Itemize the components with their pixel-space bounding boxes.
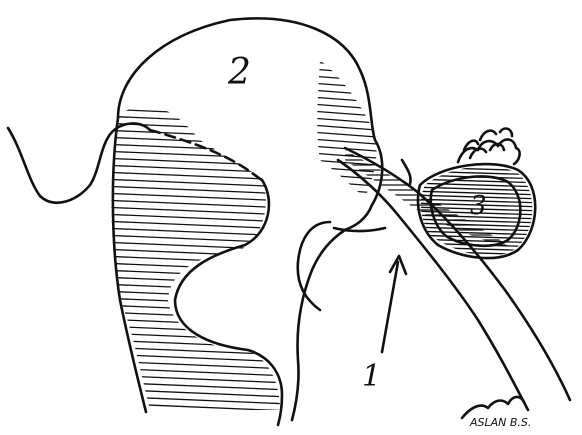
hatch-line — [100, 242, 290, 250]
hatch-line — [100, 389, 290, 397]
hatch-line — [100, 214, 290, 222]
hatch-line — [100, 305, 290, 313]
hatch-line — [310, 132, 390, 138]
artist-signature: ASLAN B.S. — [462, 397, 531, 429]
inner-lobe-outline — [175, 180, 282, 425]
hatch-line — [100, 221, 290, 229]
hatch-line — [100, 396, 290, 404]
hatch-line — [100, 270, 290, 278]
hatch-line — [100, 200, 290, 208]
hatch-line — [410, 223, 545, 227]
hatch-line — [310, 104, 390, 110]
hatch-line — [100, 95, 290, 103]
pointer-arrow-shaft — [382, 262, 398, 352]
label-2: 2 — [227, 52, 251, 93]
hatch-line — [100, 158, 290, 166]
hatch-line — [100, 277, 290, 285]
hatch-line — [310, 83, 390, 89]
label-3: 3 — [470, 191, 487, 221]
hatch-line — [100, 284, 290, 292]
hatch-line — [100, 368, 290, 376]
hatch-line — [310, 111, 390, 117]
hatch-line — [310, 118, 390, 124]
hatch-line — [100, 207, 290, 215]
hatch-line — [100, 193, 290, 201]
signature-text: ASLAN B.S. — [469, 416, 531, 429]
hook-bridge — [334, 228, 385, 231]
hatch-line — [310, 202, 390, 208]
hatch-line — [100, 361, 290, 369]
hatch-line — [100, 102, 290, 110]
hatch-line — [410, 167, 545, 171]
hatch-line — [100, 347, 290, 355]
hatch-line — [410, 183, 545, 187]
hatch-line — [100, 256, 290, 264]
hatch-line — [310, 55, 390, 61]
hatch-line — [100, 249, 290, 257]
hatch-line — [100, 417, 290, 425]
hatch-line — [310, 125, 390, 131]
hatch-line — [310, 153, 390, 159]
hatch-line — [100, 312, 290, 320]
hatch-line — [410, 155, 545, 159]
hatch-line — [410, 259, 545, 263]
hatch-line — [410, 263, 545, 267]
label-1: 1 — [362, 359, 381, 394]
fimbriae — [458, 129, 520, 164]
hatch-line — [100, 375, 290, 383]
hatch-line — [100, 298, 290, 306]
hatch-line — [310, 181, 390, 187]
hatch-line — [100, 235, 290, 243]
hatch-line — [310, 209, 390, 215]
wavy-line — [8, 123, 150, 202]
hatch-line — [100, 165, 290, 173]
hatch-line — [100, 403, 290, 411]
hatch-line — [100, 186, 290, 194]
hatch-line — [310, 90, 390, 96]
hatch-line — [410, 179, 545, 183]
hatch-line — [410, 247, 545, 251]
hatch-line — [310, 97, 390, 103]
hatch-line — [100, 382, 290, 390]
hatch-line — [410, 159, 545, 163]
hatch-line — [100, 109, 290, 117]
hatch-line — [100, 319, 290, 327]
hatch-line — [310, 62, 390, 68]
hatch-line — [310, 76, 390, 82]
hatch-line — [310, 69, 390, 75]
hatch-line — [100, 291, 290, 299]
hatch-line — [100, 151, 290, 159]
hatch-line — [100, 130, 290, 138]
hatch-line — [100, 410, 290, 418]
